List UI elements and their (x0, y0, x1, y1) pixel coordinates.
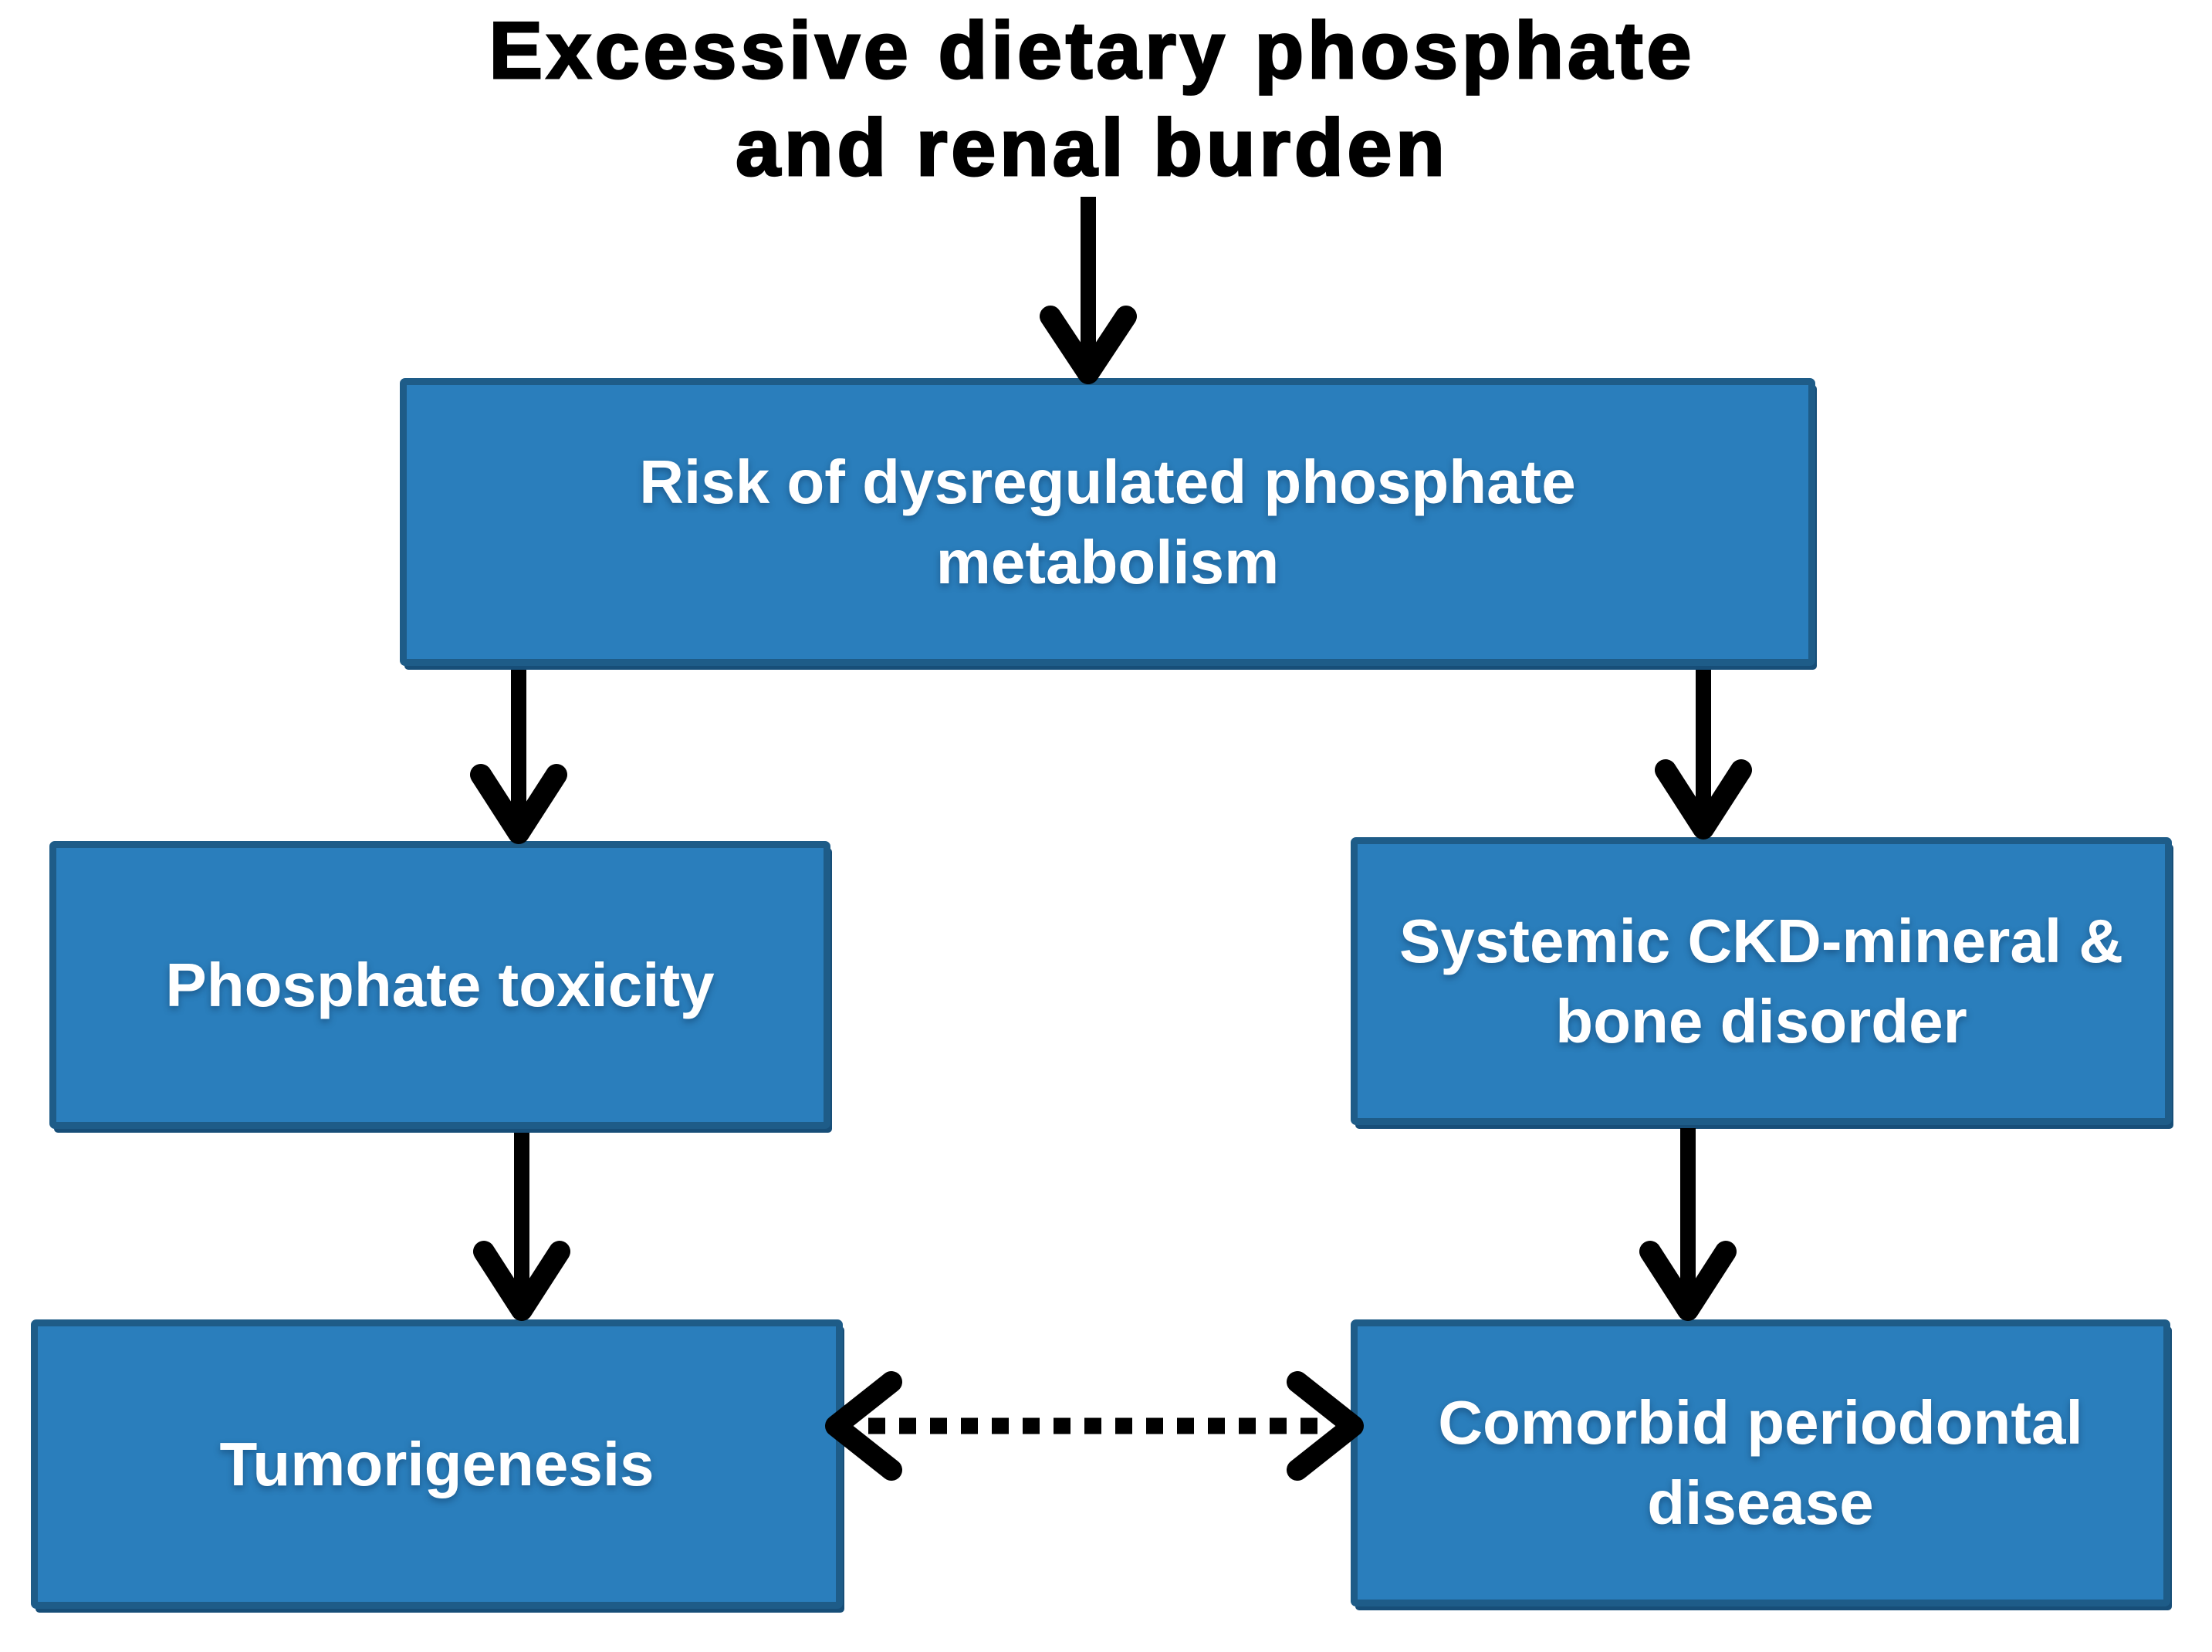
node-tumorigenesis: Tumorigenesis (31, 1319, 843, 1609)
arrow-title-to-risk (1040, 197, 1137, 384)
node-label-line: Phosphate toxicity (165, 950, 715, 1019)
node-label-line: Systemic CKD-mineral & (1399, 906, 2124, 975)
node-label-line: Comorbid periodontal (1438, 1388, 2083, 1457)
node-label-line: bone disorder (1555, 986, 1967, 1056)
node-label-line: Tumorigenesis (219, 1429, 654, 1498)
diagram-title: Excessive dietary phosphate and renal bu… (0, 3, 2184, 198)
arrow-risk-to-ckd-mbd (1655, 670, 1752, 840)
node-phosphate-toxicity: Phosphate toxicity (49, 841, 830, 1129)
arrow-risk-to-phosphate-toxicity (470, 670, 567, 844)
node-label-line: disease (1647, 1468, 1874, 1537)
node-comorbid-periodontal-disease: Comorbid periodontal disease (1351, 1319, 2170, 1606)
node-systemic-ckd-mineral-bone-disorder: Systemic CKD-mineral & bone disorder (1351, 837, 2172, 1125)
node-label-line: Risk of dysregulated phosphate (639, 447, 1576, 516)
arrow-phosphate-toxicity-to-tumorigenesis (473, 1133, 570, 1321)
diagram-title-line2: and renal burden (735, 102, 1449, 194)
node-risk-of-dysregulated-phosphate-metabolism: Risk of dysregulated phosphate metabolis… (400, 378, 1815, 666)
diagram-title-line1: Excessive dietary phosphate (488, 5, 1696, 97)
node-label-line: metabolism (935, 527, 1280, 596)
dashed-arrow-tumorigenesis-periodontal (825, 1371, 1364, 1481)
arrow-ckd-mbd-to-periodontal (1639, 1128, 1737, 1321)
